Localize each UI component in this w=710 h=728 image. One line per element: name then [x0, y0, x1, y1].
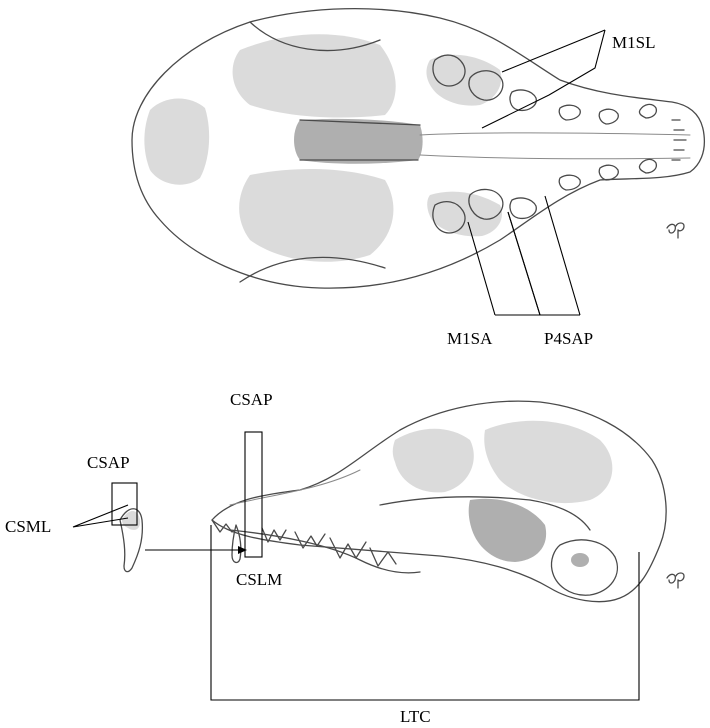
label-csap-tooth: CSAP — [87, 453, 130, 472]
signature-mark-bottom — [667, 573, 684, 588]
signature-mark-top — [667, 223, 684, 238]
label-ltc: LTC — [400, 707, 431, 726]
label-p4sap: P4SAP — [544, 329, 593, 348]
label-m1sa: M1SA — [447, 329, 493, 348]
p4sap-indicator — [508, 196, 580, 315]
label-csml: CSML — [5, 517, 51, 536]
label-csap-skull: CSAP — [230, 390, 273, 409]
ltc-bracket — [211, 525, 639, 700]
label-m1sl: M1SL — [612, 33, 655, 52]
isolated-canine-tooth — [120, 509, 142, 572]
csml-indicator — [73, 505, 128, 527]
label-cslm: CSLM — [236, 570, 282, 589]
